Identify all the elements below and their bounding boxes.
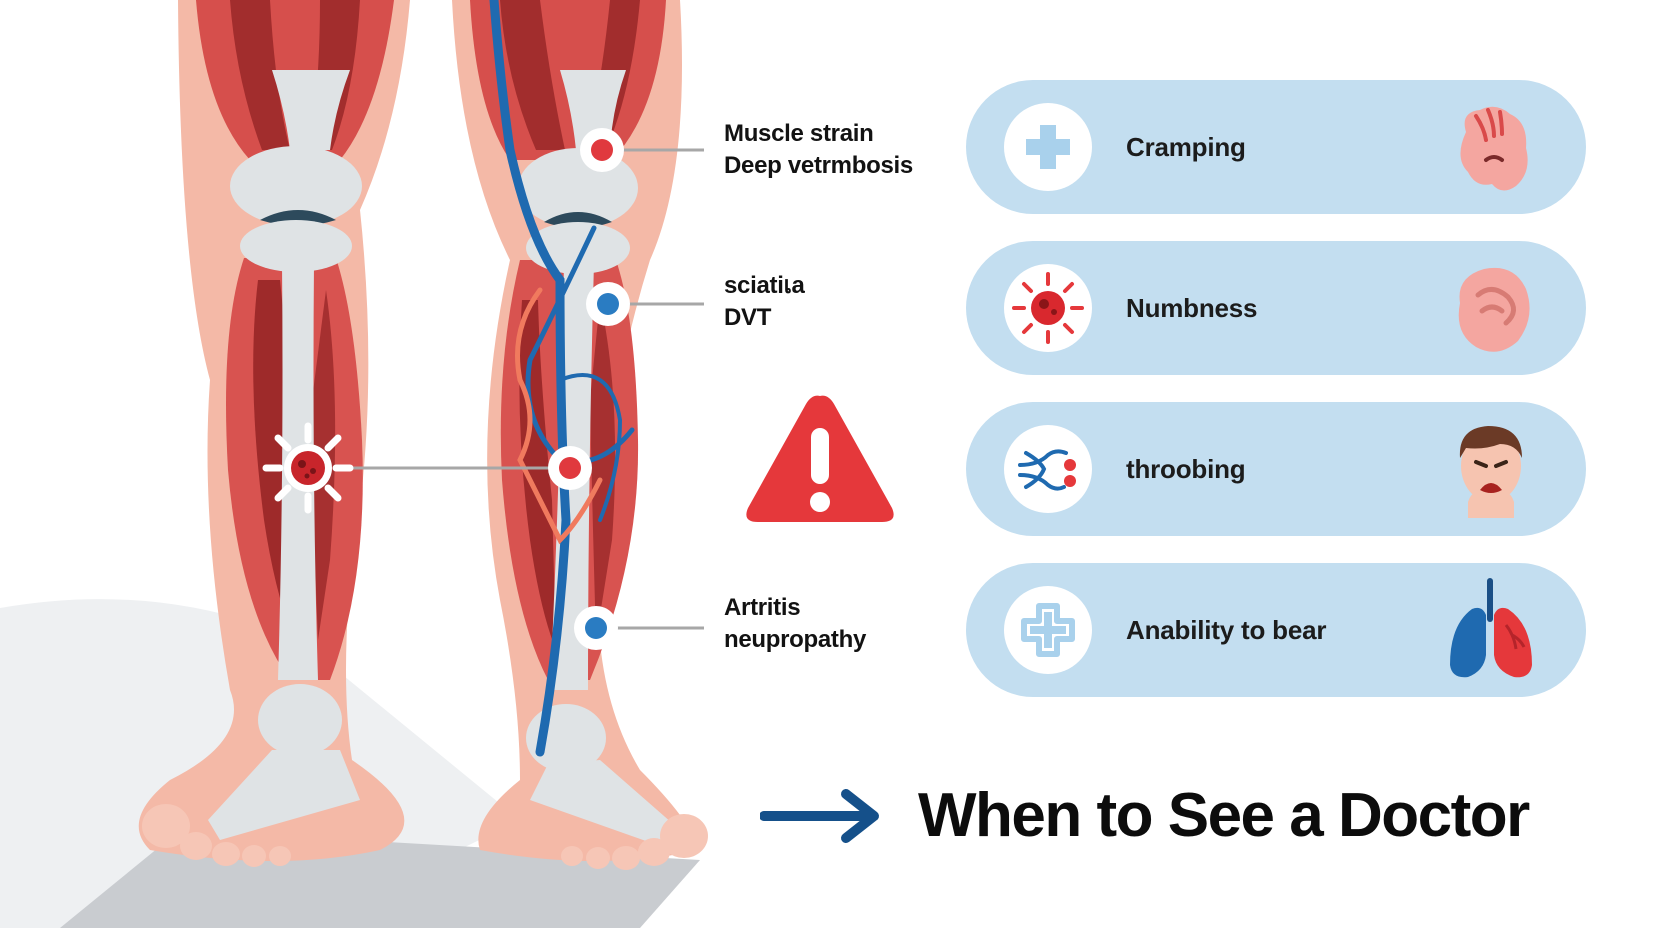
label-lower-calf-line-2: neupropathy (724, 626, 867, 653)
symptom-pill-throbbing[interactable]: throobing (966, 402, 1586, 536)
left-knee-cap (230, 146, 362, 226)
leg-anatomy-illustration (0, 0, 708, 928)
main-vein (489, 0, 571, 757)
right-calf-muscle-dark-2 (590, 300, 616, 640)
label-upper-calf-line-2: DVT (724, 304, 772, 331)
left-thigh-muscle-dark (230, 0, 290, 150)
symptom-pill-cramping[interactable]: Cramping (966, 80, 1586, 214)
symptom-label-throbbing: throobing (1126, 454, 1246, 484)
marker-calf-pain (548, 446, 592, 490)
label-lower-calf-line-1: Artritis (724, 594, 801, 621)
marker-knee (580, 128, 624, 172)
lungs-icon (1450, 578, 1532, 678)
cta-title[interactable]: When to See a Doctor (918, 781, 1530, 850)
symptom-pill-numbness[interactable]: Numbness (966, 241, 1586, 375)
label-knee-line-1: Muscle strain (724, 120, 874, 147)
right-leg (452, 0, 708, 870)
blood-cell-icon (1004, 264, 1092, 352)
label-knee: Muscle strain Deep vetrmbosis (724, 118, 913, 182)
label-knee-line-2: Deep vetrmbosis (724, 152, 913, 179)
medical-cross-outline-icon (1004, 586, 1092, 674)
symptom-label-inability-to-bear: Anability to bear (1126, 615, 1327, 645)
medical-cross-icon (1004, 103, 1092, 191)
left-foot-bones (208, 750, 360, 840)
right-toes (561, 814, 708, 870)
pained-face-icon (1459, 426, 1522, 518)
branch-vein-2 (558, 373, 623, 522)
label-upper-calf-line-1: sciatiเa (724, 272, 805, 299)
pain-burst-icon (262, 422, 354, 514)
artery (515, 287, 603, 545)
cramping-hand-icon (1460, 106, 1528, 191)
right-foot-bones (530, 760, 680, 846)
label-lower-calf: Artritis neupropathy (724, 592, 866, 656)
left-ankle (258, 684, 342, 756)
label-upper-calf: sciatiเa DVT (724, 270, 805, 334)
symptom-label-cramping: Cramping (1126, 132, 1246, 162)
marker-upper-calf (586, 282, 630, 326)
right-thigh-muscle-dark (500, 0, 565, 150)
numb-hand-icon (1458, 267, 1530, 352)
nerve-icon (1004, 425, 1092, 513)
left-tibia-head (240, 220, 352, 272)
marker-lower-calf (574, 606, 618, 650)
warning-triangle-icon (746, 395, 894, 522)
left-toes (142, 804, 291, 867)
left-femur (272, 70, 350, 150)
arrow-right-icon (760, 789, 879, 843)
symptom-label-numbness: Numbness (1126, 293, 1258, 323)
symptom-pill-inability-to-bear[interactable]: Anability to bear (966, 563, 1586, 697)
